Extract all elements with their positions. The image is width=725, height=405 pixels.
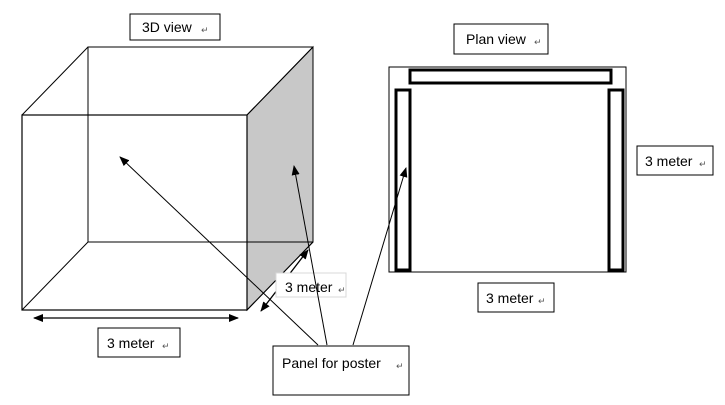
paragraph-mark: ↵	[699, 160, 707, 170]
label-plan-height: 3 meter ↵	[636, 145, 714, 176]
pointer-arrow-plan-panel	[352, 167, 408, 346]
label-side-depth-text: 3 meter	[285, 279, 333, 295]
label-panel-for-poster-text: Panel for poster	[282, 355, 381, 371]
paragraph-mark: ↵	[201, 26, 209, 36]
label-plan-width-text: 3 meter	[486, 290, 534, 306]
plan-panel-right	[607, 88, 625, 272]
plan-panel-top	[408, 68, 613, 85]
label-3d-view-text: 3D view	[142, 19, 193, 35]
cube-edge-top-right	[246, 46, 314, 116]
label-plan-view: Plan view ↵	[453, 23, 549, 55]
cube-3d-view	[21, 45, 314, 312]
label-front-width: 3 meter ↵	[97, 327, 181, 358]
paragraph-mark: ↵	[396, 362, 404, 372]
paragraph-mark: ↵	[538, 297, 546, 307]
label-plan-width: 3 meter ↵	[477, 282, 555, 313]
cube-edge-top-left	[21, 46, 89, 116]
plan-view	[388, 66, 627, 273]
label-side-depth: 3 meter ↵	[275, 272, 347, 298]
label-plan-view-text: Plan view	[466, 31, 527, 47]
label-front-width-text: 3 meter	[107, 335, 155, 351]
cube-edge-bottom-left	[21, 241, 89, 311]
pointer-arrow-back-wall	[119, 156, 319, 346]
paragraph-mark: ↵	[162, 342, 170, 352]
label-plan-height-text: 3 meter	[645, 153, 693, 169]
cube-right-side-panel	[246, 45, 314, 312]
pointer-arrow-side-panel	[291, 165, 328, 346]
plan-outline	[388, 66, 627, 273]
label-panel-for-poster: Panel for poster ↵	[272, 345, 410, 396]
paragraph-mark: ↵	[338, 286, 346, 296]
cube-back-face	[87, 46, 314, 243]
paragraph-mark: ↵	[534, 38, 542, 48]
plan-panel-left	[394, 88, 412, 272]
label-3d-view: 3D view ↵	[129, 13, 221, 41]
cube-front-face	[21, 114, 248, 311]
